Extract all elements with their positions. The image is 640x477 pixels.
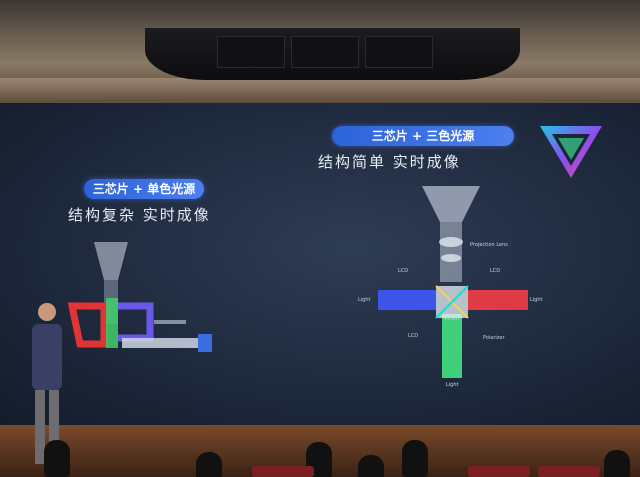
right-badge: 三芯片 + 三色光源 bbox=[332, 126, 514, 146]
label-lcd-bottom: LCD bbox=[408, 333, 419, 339]
audience-head bbox=[44, 440, 70, 477]
light-source-lamp bbox=[198, 334, 212, 352]
blue-beam-left bbox=[378, 290, 436, 310]
presenter bbox=[32, 303, 62, 464]
left-heading: 结构复杂 实时成像 bbox=[68, 206, 211, 224]
lens-element-shape bbox=[439, 237, 463, 247]
lamp-filter bbox=[154, 320, 186, 324]
audience-head bbox=[604, 450, 630, 477]
audience-head bbox=[196, 452, 222, 477]
audience-seat bbox=[468, 466, 530, 477]
label-lcd-left: LCD bbox=[398, 268, 409, 274]
right-optical-diagram bbox=[378, 186, 528, 378]
label-lcd-right: LCD bbox=[490, 268, 501, 274]
red-light-path bbox=[67, 302, 108, 348]
green-light-path bbox=[106, 298, 118, 348]
projection-lens-shape bbox=[94, 242, 128, 280]
ceiling-wood-strip bbox=[0, 78, 640, 104]
label-light-right: Light bbox=[530, 297, 543, 303]
audience-head bbox=[402, 440, 428, 477]
projector-unit bbox=[365, 36, 433, 68]
lens-barrel-shape bbox=[440, 222, 462, 282]
green-beam-bottom bbox=[442, 314, 462, 378]
prism-diagonal bbox=[435, 285, 469, 319]
audience-head bbox=[358, 455, 384, 477]
label-projection-lens: Projection Lens bbox=[470, 242, 508, 248]
projector-unit bbox=[291, 36, 359, 68]
left-badge: 三芯片 + 单色光源 bbox=[84, 179, 204, 199]
projector-unit bbox=[217, 36, 285, 68]
lamp-rail bbox=[122, 338, 198, 348]
label-polarizer: Polarizer bbox=[483, 335, 505, 341]
label-light-bottom: Light bbox=[446, 382, 459, 388]
audience-seat bbox=[538, 466, 600, 477]
projection-lens-shape bbox=[422, 186, 480, 222]
label-light-left: Light bbox=[358, 297, 371, 303]
lens-element-shape bbox=[441, 254, 461, 262]
label-prism: Prism bbox=[445, 316, 459, 322]
ceiling-projector-housing bbox=[145, 28, 520, 80]
right-heading: 结构简单 实时成像 bbox=[318, 153, 461, 171]
red-beam-right bbox=[468, 290, 528, 310]
left-optical-diagram bbox=[67, 242, 212, 352]
audience-seat bbox=[252, 466, 314, 477]
logo-triangle-icon bbox=[540, 126, 602, 178]
blue-light-path bbox=[118, 302, 154, 342]
